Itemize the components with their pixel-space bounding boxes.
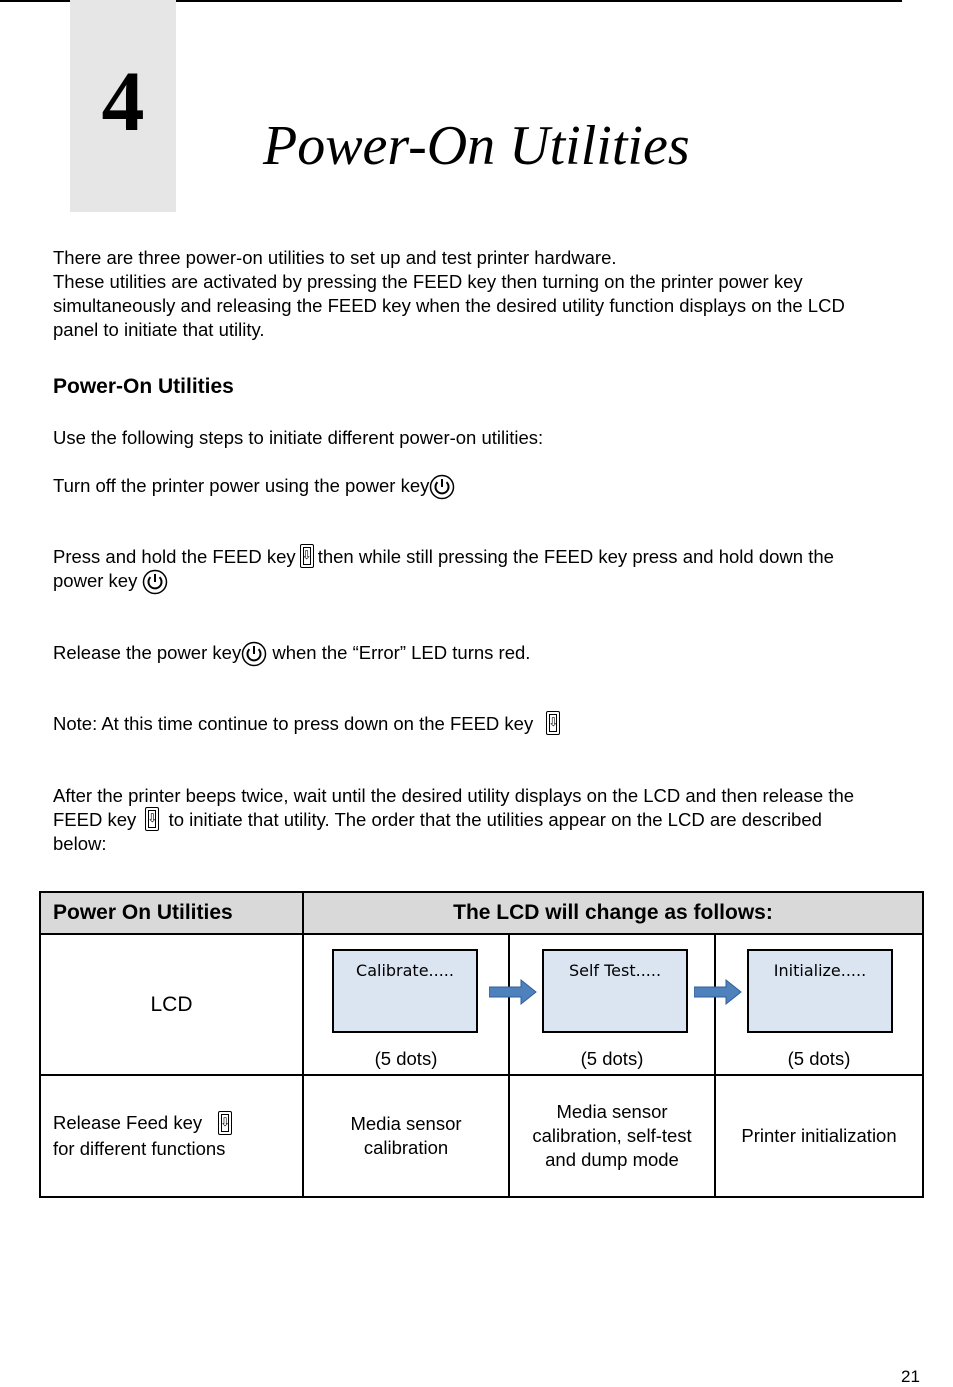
utilities-table: Power On Utilities The LCD will change a… — [39, 891, 925, 1198]
step-after-beeps-text-b: FEED key — [53, 809, 137, 830]
chapter-number-box: 4 — [70, 0, 176, 212]
intro-line-2: These utilities are activated by pressin… — [53, 271, 803, 292]
function-self-test-line-2: calibration, self-test — [532, 1125, 692, 1146]
steps-intro: Use the following steps to initiate diff… — [53, 427, 544, 448]
note-text: Note: At this time continue to press dow… — [53, 713, 534, 734]
step-press-hold-text-c: power key — [53, 570, 138, 591]
step-press-hold: Press and hold the FEED key⇩then while s… — [53, 544, 834, 570]
power-icon — [142, 569, 168, 595]
lcd-cell-calibrate: Calibrate..... (5 dots) — [302, 933, 537, 1076]
intro-line-4: panel to initiate that utility. — [53, 319, 265, 340]
function-initialization: Printer initialization — [713, 1074, 925, 1198]
page-number: 21 — [901, 1367, 920, 1386]
lcd-dots-self-test: (5 dots) — [580, 1048, 644, 1069]
section-heading: Power-On Utilities — [53, 375, 234, 398]
chapter-title: Power-On Utilities — [263, 115, 690, 177]
step-turn-off: Turn off the printer power using the pow… — [53, 474, 455, 500]
lcd-screen-initialize: Initialize..... — [747, 949, 893, 1033]
intro-line-3: simultaneously and releasing the FEED ke… — [53, 295, 845, 316]
step-press-hold-text-b: then while still pressing the FEED key p… — [317, 546, 834, 567]
feed-key-icon: ⇩ — [299, 544, 314, 569]
chapter-number: 4 — [101, 53, 145, 149]
function-calibration-line-1: Media sensor — [350, 1113, 462, 1134]
power-icon — [429, 474, 455, 500]
table-header-left: Power On Utilities — [39, 891, 304, 935]
step-after-beeps-2: FEED key ⇩ to initiate that utility. The… — [53, 807, 822, 833]
step-after-beeps-1: After the printer beeps twice, wait unti… — [53, 785, 855, 806]
function-self-test: Media sensor calibration, self-test and … — [508, 1074, 716, 1198]
step-release-text-b: when the “Error” LED turns red. — [272, 642, 531, 663]
function-calibration: Media sensor calibration — [302, 1074, 510, 1198]
lcd-cell-self-test: Self Test..... (5 dots) — [508, 933, 742, 1076]
lcd-label: LCD — [39, 933, 304, 1076]
step-turn-off-text: Turn off the printer power using the pow… — [53, 475, 430, 496]
function-self-test-line-1: Media sensor — [556, 1101, 668, 1122]
top-rule — [0, 0, 902, 2]
lcd-screen-self-test: Self Test..... — [542, 949, 688, 1033]
step-after-beeps-3: below: — [53, 833, 107, 854]
intro-line-1: There are three power-on utilities to se… — [53, 247, 617, 268]
feed-key-icon: ⇩ — [145, 807, 160, 832]
step-release-text-a: Release the power key — [53, 642, 242, 663]
release-feed-label: Release Feed key ⇩ for different function… — [39, 1074, 304, 1198]
function-initialization-line-1: Printer initialization — [741, 1125, 897, 1146]
release-feed-text-2: for different functions — [53, 1137, 226, 1159]
lcd-cell-initialize: Initialize..... (5 dots) — [713, 933, 925, 1076]
step-press-hold-line2: power key — [53, 569, 168, 595]
table-header-right: The LCD will change as follows: — [301, 891, 925, 935]
feed-key-icon: ⇩ — [218, 1110, 233, 1135]
step-release-power: Release the power key when the “Error” L… — [53, 641, 530, 667]
step-press-hold-text-a: Press and hold the FEED key — [53, 546, 296, 567]
step-after-beeps-text-c: to initiate that utility. The order that… — [168, 809, 822, 830]
power-icon — [241, 641, 267, 667]
note-line: Note: At this time continue to press dow… — [53, 711, 564, 737]
lcd-dots-calibrate: (5 dots) — [374, 1048, 438, 1069]
feed-key-icon: ⇩ — [546, 711, 561, 736]
release-feed-text-1: Release Feed key — [53, 1112, 203, 1134]
lcd-dots-initialize: (5 dots) — [787, 1048, 851, 1069]
function-self-test-line-3: and dump mode — [545, 1149, 679, 1170]
lcd-screen-calibrate: Calibrate..... — [332, 949, 478, 1033]
function-calibration-line-2: calibration — [363, 1137, 449, 1158]
